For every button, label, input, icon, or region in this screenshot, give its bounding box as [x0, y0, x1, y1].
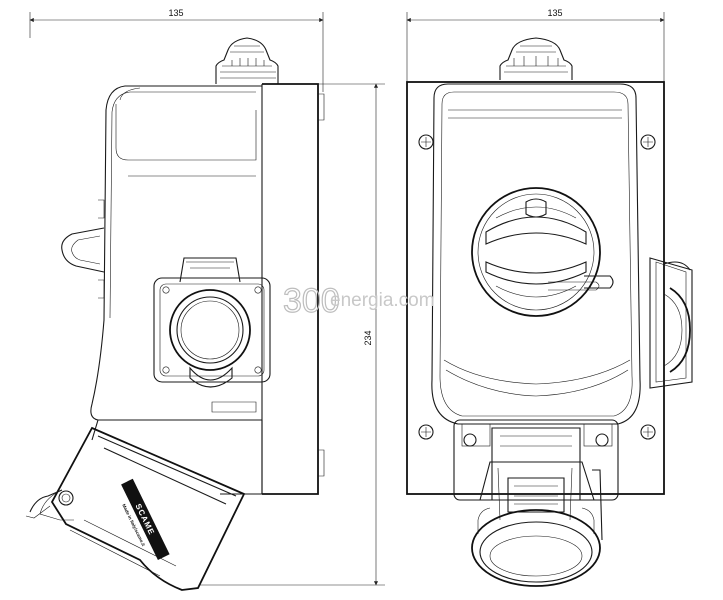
- dimension-width-left: 135: [29, 8, 324, 92]
- front-view: [406, 37, 693, 587]
- watermark-domain: energia.com: [330, 290, 435, 311]
- dimension-label-left-width: 135: [168, 8, 183, 18]
- watermark: 300 energia.com: [282, 281, 435, 320]
- front-mounting-plate: [406, 81, 665, 495]
- dimension-label-height: 234: [363, 330, 373, 345]
- dimension-height: 234: [200, 83, 385, 586]
- front-enclosure-body: [431, 83, 641, 425]
- watermark-number: 300: [283, 282, 340, 320]
- side-enclosure-body: [90, 85, 262, 421]
- front-cable-gland: [499, 37, 573, 80]
- side-front-socket: [153, 257, 271, 388]
- front-side-socket: [649, 257, 693, 389]
- dimension-width-right: 135: [406, 8, 665, 84]
- socket-square-frame: [153, 277, 271, 383]
- dimension-label-right-width: 135: [547, 8, 562, 18]
- rotary-switch: [471, 187, 614, 317]
- side-cable-gland: [215, 37, 279, 84]
- front-bottom-socket: [453, 419, 619, 587]
- side-back-plate: [262, 83, 319, 495]
- side-angled-socket: SCAME Made in Italy/scame.it: [25, 426, 246, 591]
- side-view: SCAME Made in Italy/scame.it: [25, 37, 325, 591]
- side-switch-handle: [61, 199, 105, 299]
- front-screws: [418, 134, 656, 440]
